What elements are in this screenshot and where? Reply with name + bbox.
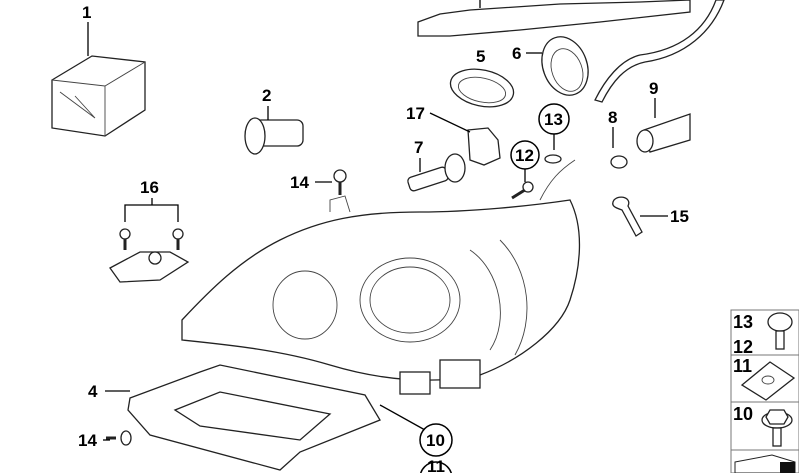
part-14-screw-top: 14 <box>290 169 347 195</box>
callout-17: 17 <box>406 104 425 123</box>
callout-6: 6 <box>512 44 521 63</box>
headlight-lens <box>417 0 725 103</box>
part-13-grommet: 13 <box>538 103 570 164</box>
legend-label-11: 11 <box>733 356 752 376</box>
clip-nut-icon <box>740 361 796 401</box>
callout-8: 8 <box>608 108 617 127</box>
part-4-frame: 4 <box>88 364 381 471</box>
screw-icon <box>767 312 793 350</box>
callout-16: 16 <box>140 178 159 197</box>
callout-15: 15 <box>670 207 689 226</box>
hex-screw-icon <box>761 409 793 447</box>
callout-13: 13 <box>544 110 563 129</box>
callout-4: 4 <box>88 382 98 401</box>
callout-14-top: 14 <box>290 173 309 192</box>
legend-label-12: 12 <box>733 337 753 357</box>
callout-9: 9 <box>649 79 658 98</box>
part-16-bracket: 16 <box>109 178 190 283</box>
part-2-bulb-socket: 2 <box>244 86 304 155</box>
part-5-cap: 5 <box>449 47 515 108</box>
callout-7: 7 <box>414 138 423 157</box>
part-17-clip: 17 <box>406 104 501 166</box>
callout-2: 2 <box>262 86 271 105</box>
part-12-screw: 12 <box>510 140 540 200</box>
part-1-box: 1 <box>51 3 146 137</box>
rubber-strip-icon <box>734 454 796 473</box>
part-7-bulb: 7 <box>407 138 466 192</box>
headlight-housing <box>181 159 581 395</box>
callout-11: 11 <box>427 457 445 473</box>
legend-label-13: 13 <box>733 312 753 332</box>
part-6-cap: 6 <box>512 36 589 96</box>
legend-label-10: 10 <box>733 404 753 424</box>
callout-14-bottom: 14 <box>78 431 97 450</box>
callout-10-11: 10 11 <box>379 404 453 473</box>
callout-10: 10 <box>426 431 445 450</box>
callout-5: 5 <box>476 47 485 66</box>
part-15-bracket: 15 <box>612 196 689 237</box>
part-8-bulb: 8 <box>608 108 628 169</box>
callout-12: 12 <box>515 146 534 165</box>
part-9-socket: 9 <box>636 79 691 153</box>
callout-1: 1 <box>82 3 91 22</box>
fastener-legend: 13 12 11 10 <box>730 309 799 473</box>
part-14-screw-bottom: 14 <box>78 430 132 450</box>
